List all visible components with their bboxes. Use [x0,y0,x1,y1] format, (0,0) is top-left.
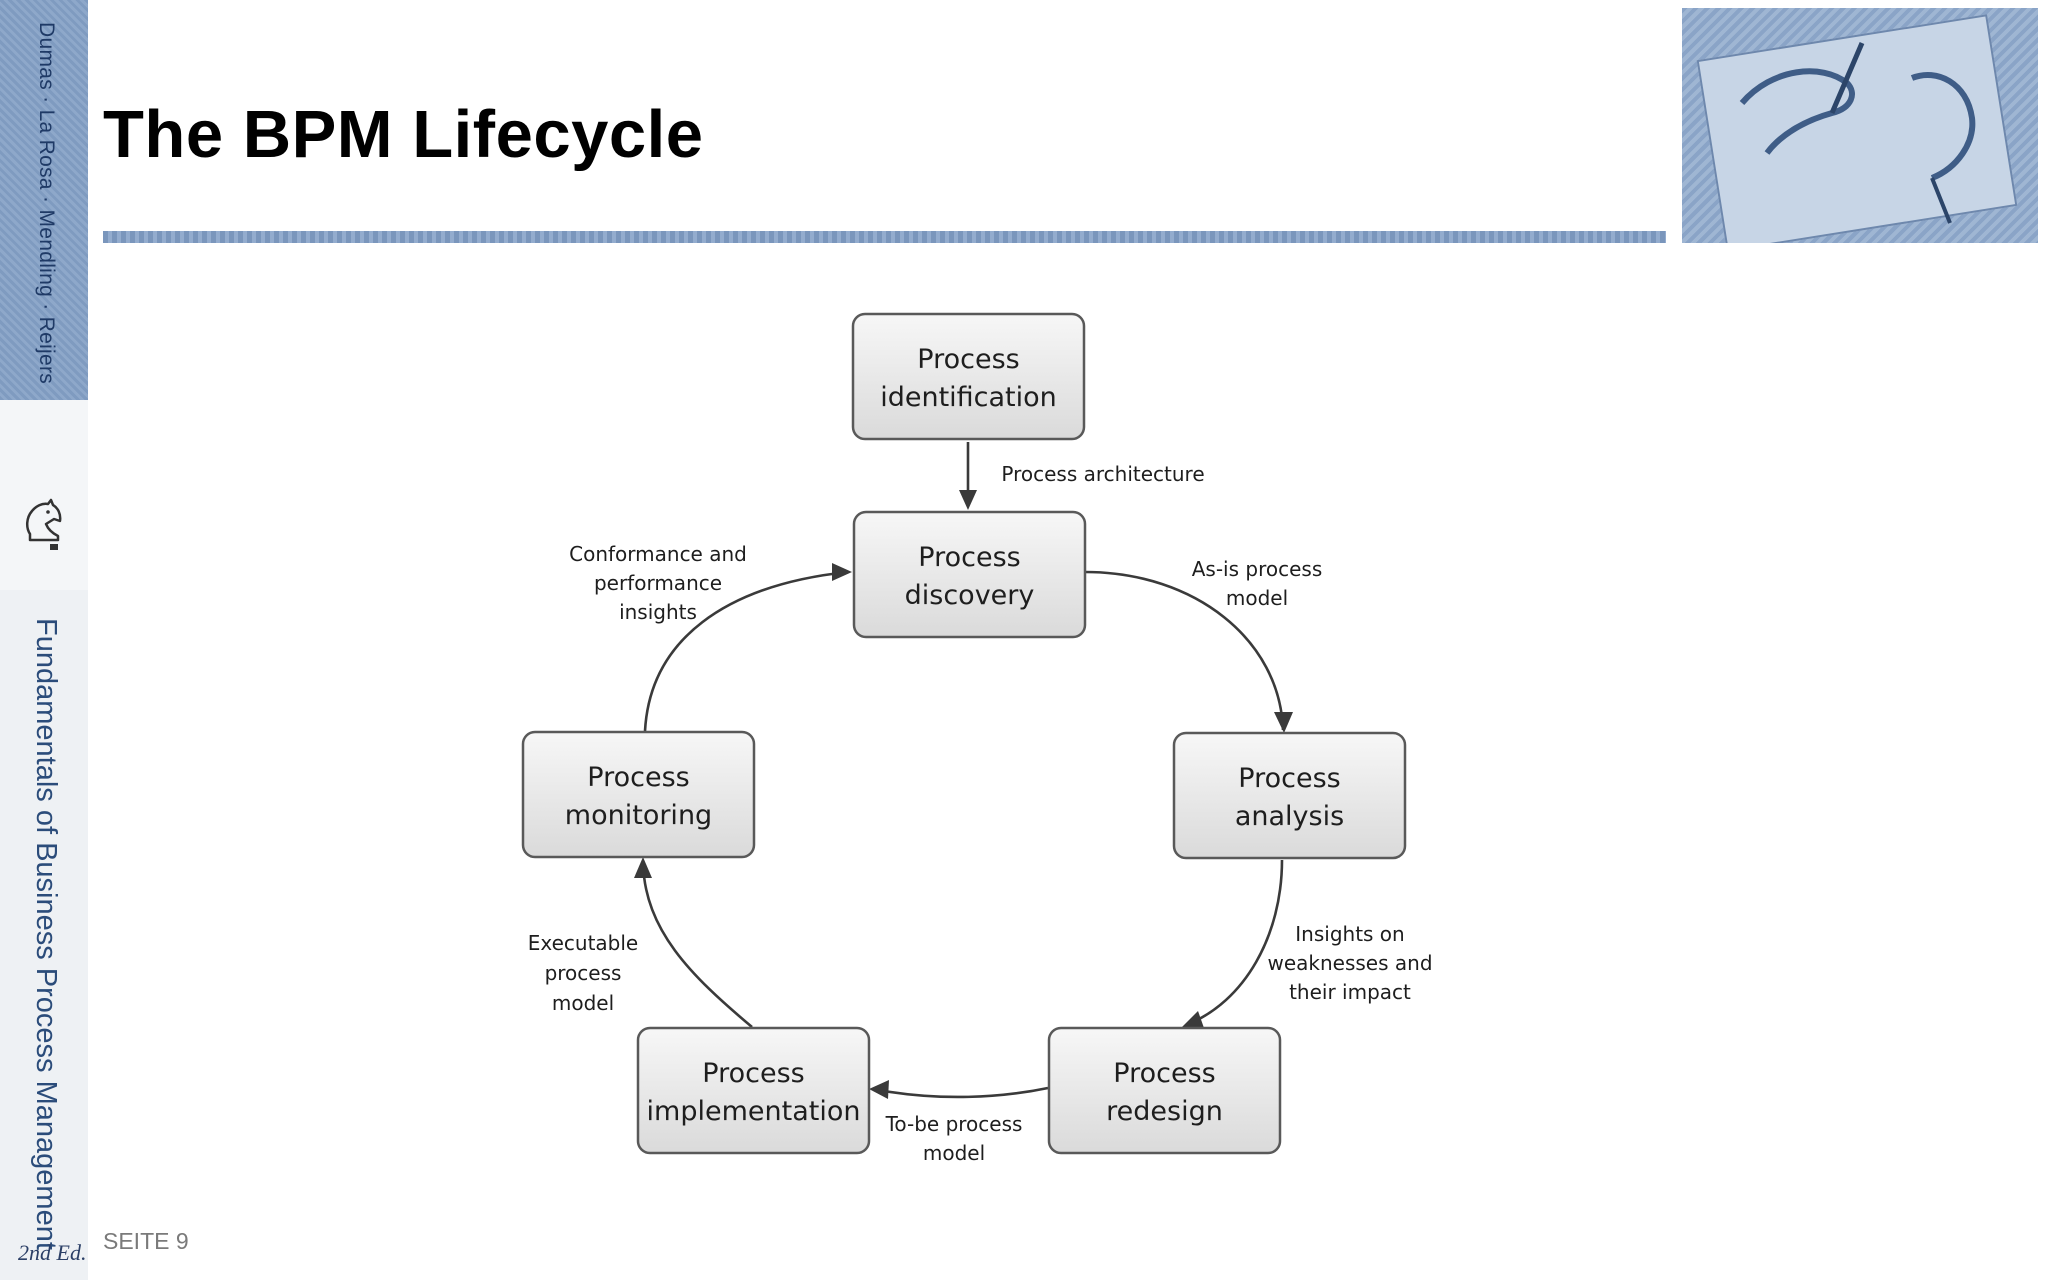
edge-label-line: model [923,1141,985,1165]
edge-label-line: As-is process [1192,557,1323,581]
process-node-identification: Process identification [851,312,1086,441]
process-node-monitoring: Process monitoring [521,730,756,859]
node-line: implementation [647,1096,861,1127]
edge-label-conformance: Conformance and performance insights [569,542,747,624]
edge-label-line: process [545,961,622,985]
spine-edition: 2nd Ed. [18,1240,87,1265]
node-line: Process [917,344,1019,375]
node-line: Process [587,762,689,793]
node-line: Process [1113,1058,1215,1089]
arrowhead-implementation [869,1080,889,1099]
edge-label-line: performance [594,571,722,595]
edge-label-line: their impact [1289,980,1411,1004]
node-line: monitoring [565,800,712,831]
arrow-implementation-to-monitoring [641,862,753,1028]
process-node-discovery: Process discovery [852,510,1087,639]
spine-pattern [0,0,88,400]
process-node-redesign: Process redesign [1047,1026,1282,1155]
edge-label-line: model [1226,586,1288,610]
edge-label-line: Process architecture [1001,462,1204,486]
slide-title: The BPM Lifecycle [103,97,704,172]
page-number: SEITE 9 [103,1228,189,1254]
edge-label-line: Executable [528,931,639,955]
spine-logo-band [0,400,88,590]
process-node-analysis: Process analysis [1172,731,1407,860]
arrowhead-discovery-from-monitoring [832,563,852,581]
header-rule [103,231,1666,243]
arrowhead-monitoring [634,857,652,878]
arrow-discovery-to-analysis [1084,570,1285,731]
edge-label-line: Insights on [1295,922,1404,946]
arrow-analysis-to-redesign [1185,859,1284,1027]
arrow-redesign-to-implementation [877,1086,1049,1099]
edge-label-as-is-model: As-is process model [1192,557,1323,610]
edge-label-insights: Insights on weaknesses and their impact [1267,922,1432,1004]
edge-label-line: To-be process [885,1112,1023,1136]
edge-label-executable-model: Executable process model [528,931,639,1015]
arrowhead-redesign [1182,1011,1204,1028]
edge-label-line: insights [619,600,697,624]
arrowhead-analysis [1274,712,1293,733]
node-line: analysis [1235,801,1344,832]
node-line: Process [702,1058,804,1089]
node-line: discovery [905,580,1035,611]
node-line: identification [880,382,1057,413]
arrowhead-discovery [959,490,977,510]
node-line: redesign [1106,1096,1223,1127]
process-node-implementation: Process implementation [636,1026,871,1155]
drawing-hands-image [1682,8,2038,243]
edge-label-process-architecture: Process architecture [1001,462,1204,486]
hand-sketch-icon [1739,42,1976,224]
edge-label-line: model [552,991,614,1015]
edge-label-line: weaknesses and [1267,951,1432,975]
edge-label-to-be-model: To-be process model [885,1112,1023,1165]
knight-chess-icon [26,498,62,550]
arrow-monitoring-to-discovery [643,570,849,732]
book-spine: Dumas · La Rosa · Mendling · Reijers Fun… [0,0,88,1280]
edge-label-line: Conformance and [569,542,747,566]
node-line: Process [1238,763,1340,794]
node-line: Process [918,542,1020,573]
